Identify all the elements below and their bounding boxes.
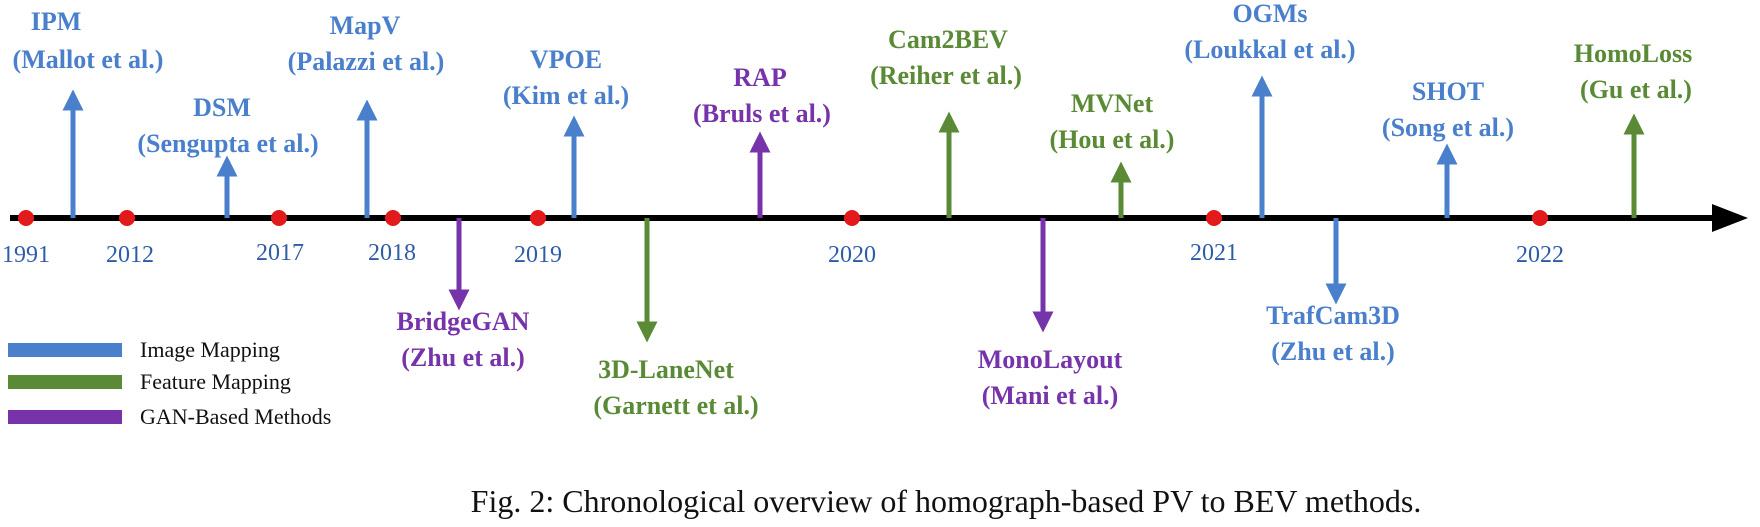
method-dsm-name: DSM <box>193 93 251 122</box>
year-dot-2022 <box>1532 210 1548 226</box>
method-trafcam3d: TrafCam3D (Zhu et al.) <box>1266 301 1400 366</box>
year-dot-2021 <box>1206 210 1222 226</box>
method-mapv-name: MapV <box>330 11 401 40</box>
method-arrows <box>62 75 1645 343</box>
year-markers: 1991 2012 2017 2018 2019 2020 2021 2022 <box>2 210 1564 268</box>
method-trafcam3d-name: TrafCam3D <box>1266 301 1400 330</box>
method-bridgegan-name: BridgeGAN <box>397 307 530 336</box>
method-monolayout-name: MonoLayout <box>978 345 1123 374</box>
year-label-2022: 2022 <box>1516 242 1564 268</box>
method-rap-name: RAP <box>733 63 787 92</box>
year-label-2020: 2020 <box>828 242 876 268</box>
method-rap-authors: (Bruls et al.) <box>693 99 831 128</box>
method-mapv-authors: (Palazzi et al.) <box>288 47 445 76</box>
legend-swatch-gan-based <box>8 410 122 424</box>
method-ogms-authors: (Loukkal et al.) <box>1184 35 1355 64</box>
method-monolayout: MonoLayout (Mani et al.) <box>978 345 1123 410</box>
figure-caption: Fig. 2: Chronological overview of homogr… <box>471 483 1422 519</box>
method-shot: SHOT (Song et al.) <box>1382 77 1514 142</box>
method-shot-authors: (Song et al.) <box>1382 113 1514 142</box>
legend-label-gan-based: GAN-Based Methods <box>140 404 331 429</box>
year-label-2012: 2012 <box>106 242 154 268</box>
method-mvnet-authors: (Hou et al.) <box>1050 125 1175 154</box>
legend-label-image-mapping: Image Mapping <box>140 337 280 362</box>
legend-swatch-feature-mapping <box>8 375 122 389</box>
timeline-axis-arrowhead-icon <box>1712 204 1748 232</box>
method-cam2bev-name: Cam2BEV <box>888 25 1008 54</box>
method-3d-lanenet-name: 3D-LaneNet <box>598 355 734 384</box>
method-dsm-authors: (Sengupta et al.) <box>137 129 318 158</box>
method-homoloss-authors: (Gu et al.) <box>1580 75 1692 104</box>
method-trafcam3d-authors: (Zhu et al.) <box>1271 337 1395 366</box>
method-dsm: DSM (Sengupta et al.) <box>137 93 318 158</box>
year-dot-2019 <box>530 210 546 226</box>
year-label-2017: 2017 <box>256 240 304 266</box>
legend-label-feature-mapping: Feature Mapping <box>140 369 291 394</box>
method-mvnet-name: MVNet <box>1071 89 1154 118</box>
year-label-2019: 2019 <box>514 242 562 268</box>
method-3d-lanenet-authors: (Garnett et al.) <box>593 391 758 420</box>
method-bridgegan: BridgeGAN (Zhu et al.) <box>397 307 530 372</box>
method-rap: RAP (Bruls et al.) <box>693 63 831 128</box>
method-labels: IPM (Mallot et al.) DSM (Sengupta et al.… <box>13 0 1693 420</box>
method-3d-lanenet: 3D-LaneNet (Garnett et al.) <box>593 355 758 420</box>
year-dot-2018 <box>385 210 401 226</box>
method-mapv: MapV (Palazzi et al.) <box>288 11 445 76</box>
year-dot-2020 <box>844 210 860 226</box>
legend-swatch-image-mapping <box>8 343 122 357</box>
method-vpoe-name: VPOE <box>530 45 602 74</box>
method-vpoe-authors: (Kim et al.) <box>503 81 629 110</box>
method-ogms: OGMs (Loukkal et al.) <box>1184 0 1355 64</box>
method-cam2bev-authors: (Reiher et al.) <box>870 61 1022 90</box>
legend: Image Mapping Feature Mapping GAN-Based … <box>8 337 331 429</box>
method-ipm-authors: (Mallot et al.) <box>13 45 164 74</box>
year-dot-2012 <box>119 210 135 226</box>
method-ipm-name: IPM <box>31 7 82 36</box>
method-cam2bev: Cam2BEV (Reiher et al.) <box>870 25 1022 90</box>
year-label-2018: 2018 <box>368 240 416 266</box>
method-homoloss-name: HomoLoss <box>1574 39 1692 68</box>
method-homoloss: HomoLoss (Gu et al.) <box>1574 39 1692 104</box>
year-label-2021: 2021 <box>1190 240 1238 266</box>
method-vpoe: VPOE (Kim et al.) <box>503 45 629 110</box>
year-dot-1991 <box>18 210 34 226</box>
method-ogms-name: OGMs <box>1232 0 1307 28</box>
method-monolayout-authors: (Mani et al.) <box>982 381 1118 410</box>
method-shot-name: SHOT <box>1412 77 1484 106</box>
method-mvnet: MVNet (Hou et al.) <box>1050 89 1175 154</box>
year-dot-2017 <box>271 210 287 226</box>
year-label-1991: 1991 <box>2 242 50 268</box>
method-ipm: IPM (Mallot et al.) <box>13 7 164 74</box>
method-bridgegan-authors: (Zhu et al.) <box>401 343 525 372</box>
